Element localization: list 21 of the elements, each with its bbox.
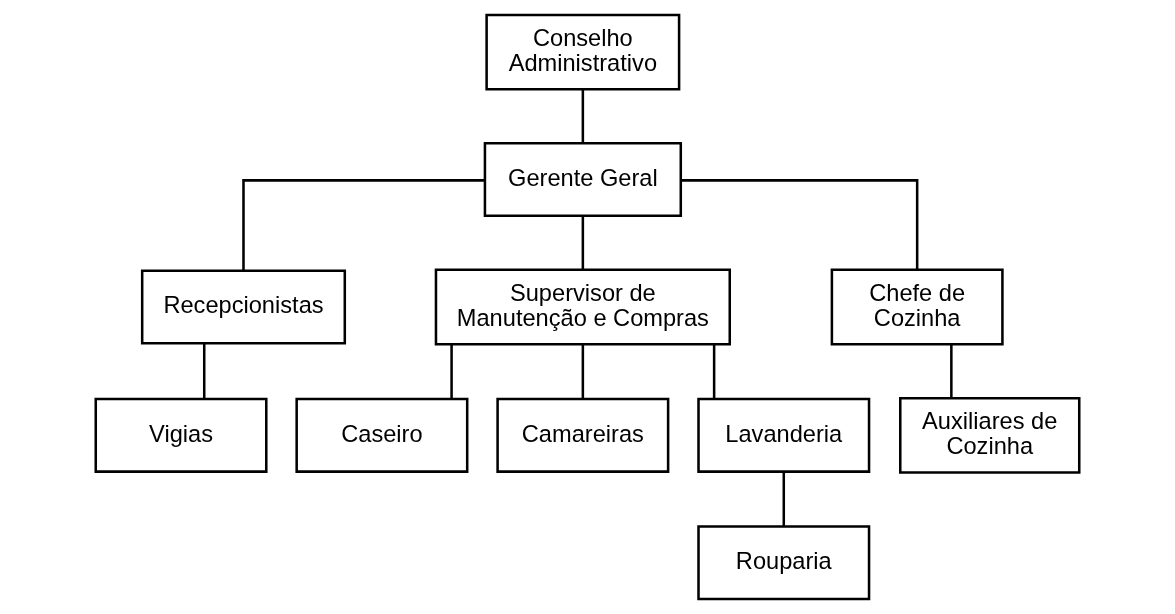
node-box: Conselho Administrativo: [485, 13, 681, 91]
connector: [450, 344, 453, 399]
node-box: Supervisor de Manutenção e Compras: [434, 268, 731, 346]
connector: [950, 344, 953, 398]
node-box: Camareiras: [496, 397, 670, 473]
node-box: Rouparia: [697, 525, 871, 601]
connector: [242, 179, 485, 271]
node-box: Auxiliares de Cozinha: [899, 396, 1081, 474]
connector: [202, 343, 206, 399]
node-box: Caseiro: [295, 397, 469, 473]
node-box: Vigias: [94, 397, 268, 473]
connector: [581, 216, 585, 270]
node-box: Recepcionistas: [140, 269, 347, 345]
connector: [782, 472, 786, 527]
connector: [581, 344, 585, 399]
node-box: Chefe de Cozinha: [830, 268, 1004, 346]
node-box: Gerente Geral: [483, 141, 683, 218]
connector: [581, 89, 585, 144]
connector: [712, 344, 716, 399]
connector: [680, 179, 919, 270]
node-box: Lavanderia: [697, 397, 871, 473]
